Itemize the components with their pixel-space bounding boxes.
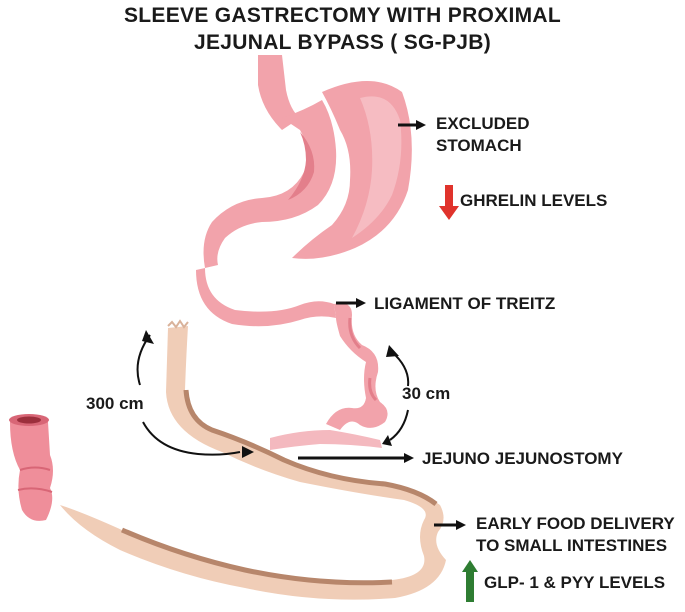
excluded-line-2: STOMACH	[436, 136, 522, 155]
title-line-2: JEJUNAL BYPASS ( SG-PJB)	[194, 31, 491, 54]
bypassed-jejunum	[326, 303, 388, 430]
jejunum-fringe	[270, 430, 382, 450]
title-line-1: SLEEVE GASTRECTOMY WITH PROXIMAL	[123, 4, 562, 27]
early-line-1: EARLY FOOD DELIVERY	[476, 514, 675, 533]
colon-segment	[9, 414, 53, 521]
glp-up-arrow-icon	[462, 560, 478, 602]
bypassed-jejunum-shade	[348, 317, 378, 402]
small-intestine-long-limb	[60, 326, 446, 600]
early-delivery-label: EARLY FOOD DELIVERY TO SMALL INTESTINES	[476, 513, 675, 557]
excluded-stomach-shade	[352, 96, 402, 238]
intestine-cut-edge	[167, 319, 189, 329]
diagram-title: SLEEVE GASTRECTOMY WITH PROXIMAL JEJUNAL…	[0, 2, 685, 56]
ligament-label: LIGAMENT OF TREITZ	[374, 294, 556, 313]
gastric-sleeve-shade	[288, 132, 315, 200]
jejuno-label: JEJUNO JEJUNOSTOMY	[422, 449, 623, 468]
glp-label: GLP- 1 & PYY LEVELS	[484, 573, 666, 592]
excluded-stomach-label: EXCLUDED STOMACH	[436, 113, 530, 157]
esophagus	[258, 55, 300, 130]
early-line-2: TO SMALL INTESTINES	[476, 536, 668, 555]
ghrelin-down-arrow-icon	[439, 185, 459, 220]
dimension-arrows	[136, 330, 410, 458]
excluded-line-1: EXCLUDED	[436, 114, 530, 133]
pointer-arrows	[298, 120, 466, 530]
short-limb-length: 30 cm	[402, 384, 451, 403]
gastric-sleeve	[203, 100, 337, 268]
long-limb-length: 300 cm	[86, 394, 144, 413]
duodenum	[196, 268, 336, 327]
ghrelin-label: GHRELIN LEVELS	[460, 191, 608, 210]
small-intestine-shadow	[121, 389, 438, 586]
